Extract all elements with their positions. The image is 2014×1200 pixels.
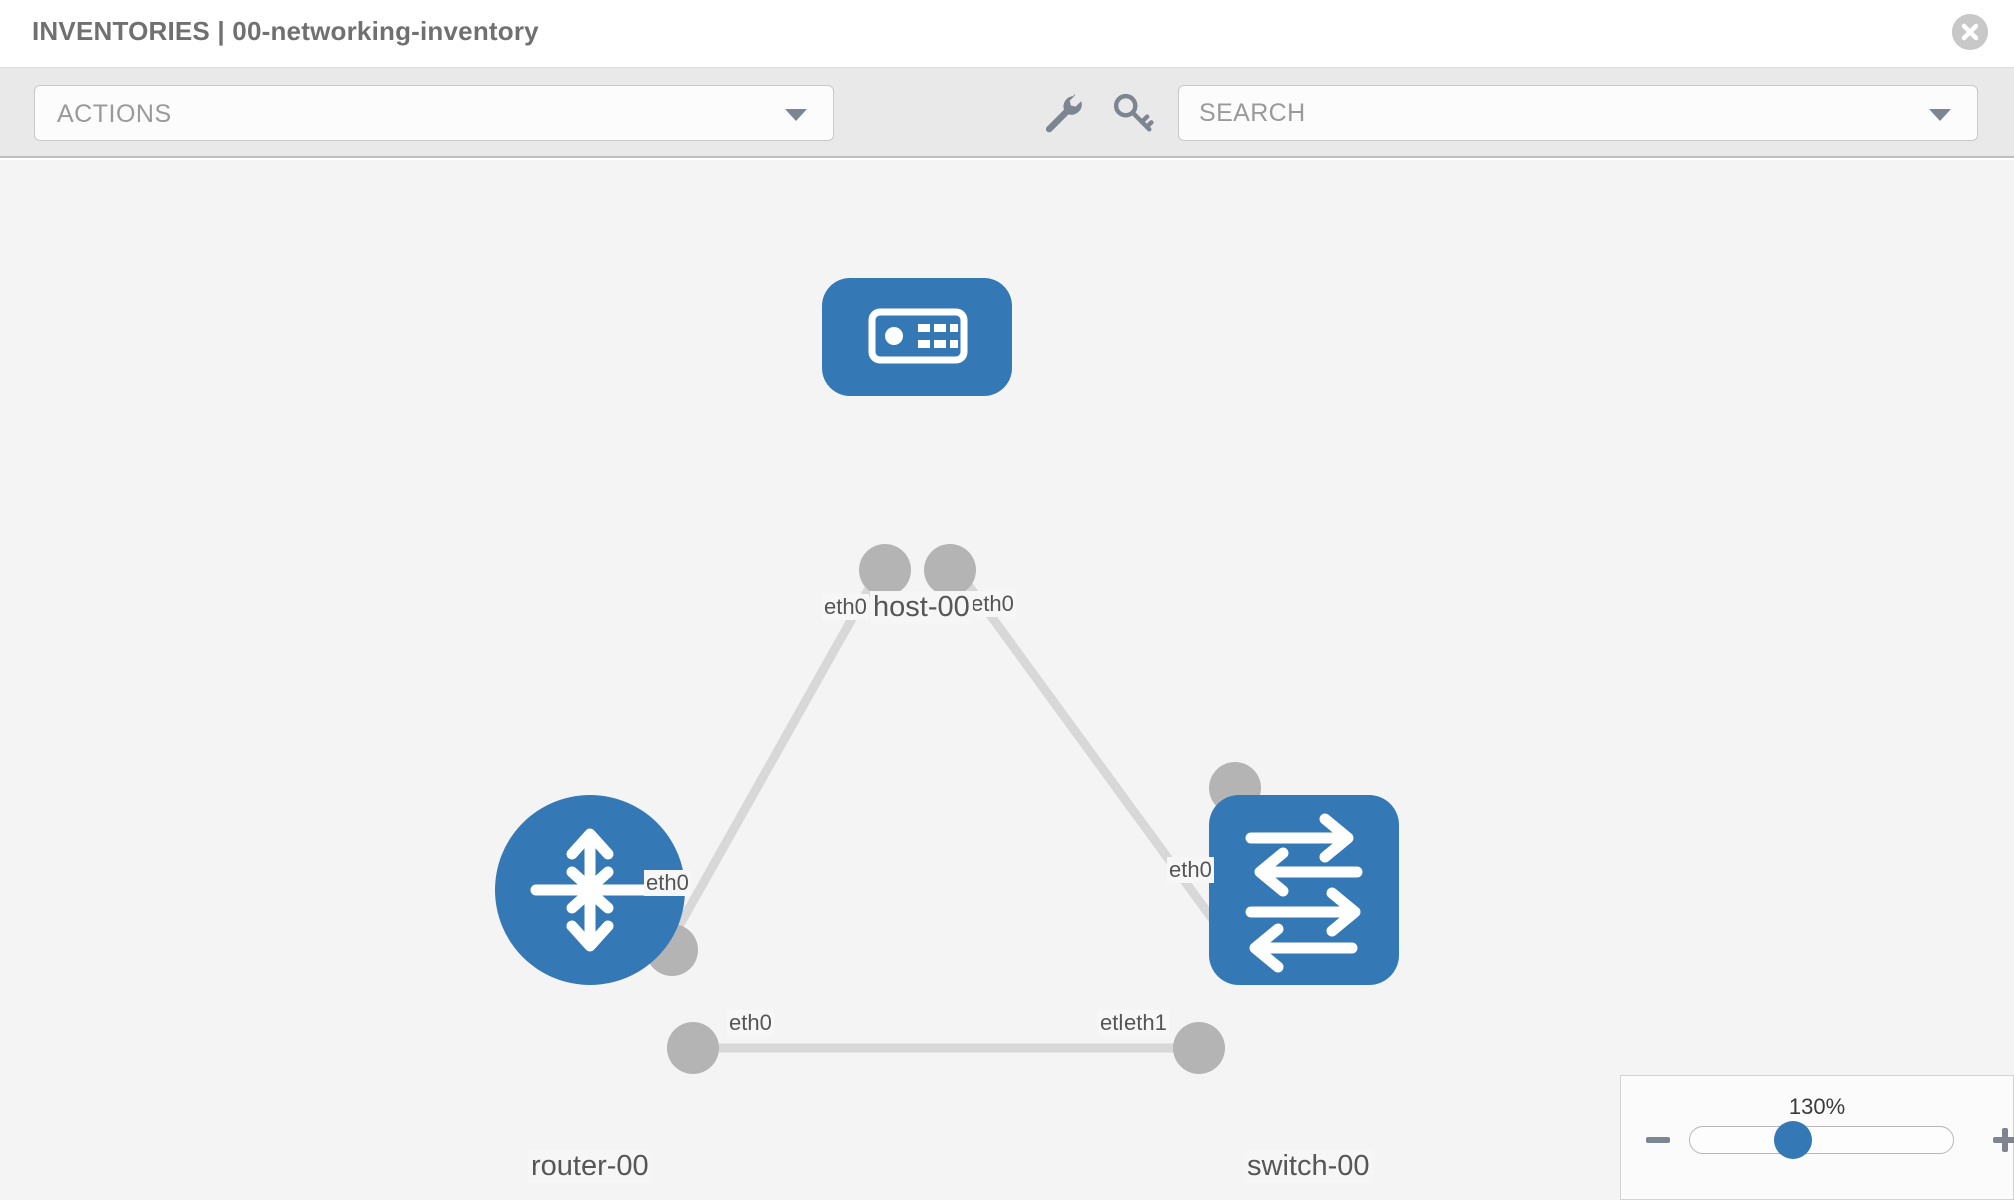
switch-arrows-icon	[1245, 813, 1363, 973]
zoom-slider-thumb[interactable]	[1774, 1121, 1812, 1159]
page-title: INVENTORIES | 00-networking-inventory	[32, 16, 539, 46]
node-label-router-00: router-00	[528, 1150, 652, 1183]
zoom-slider-track[interactable]	[1689, 1126, 1954, 1154]
wrench-icon[interactable]	[1040, 90, 1086, 136]
topology-graph	[495, 278, 1399, 1074]
edge-host-router[interactable]	[656, 557, 889, 963]
edge-label-iface: eth0	[727, 1010, 774, 1036]
actions-dropdown[interactable]: ACTIONS	[34, 85, 834, 141]
node-label-switch-00: switch-00	[1244, 1150, 1373, 1183]
page-header: INVENTORIES | 00-networking-inventory	[0, 0, 2014, 68]
actions-dropdown-label: ACTIONS	[57, 100, 172, 128]
search-field[interactable]	[1178, 85, 1978, 141]
node-router-00[interactable]	[495, 795, 685, 985]
search-input[interactable]	[1199, 86, 1899, 140]
zoom-level-label: 130%	[1788, 1094, 1846, 1119]
node-host-00[interactable]	[822, 278, 1012, 396]
close-icon[interactable]	[1952, 14, 1988, 50]
toolbar: ACTIONS	[0, 68, 2014, 158]
server-icon	[868, 308, 968, 364]
topology-canvas[interactable]: eth0 eth0 eth0 eth0 eth0 eth eth1 host-0…	[0, 160, 2014, 1200]
edge-label-iface: eth0	[644, 870, 691, 896]
edge-label-iface: eth0	[822, 594, 869, 620]
chevron-down-icon	[785, 109, 807, 121]
router-arrows-icon	[530, 828, 650, 952]
chevron-down-icon[interactable]	[1929, 109, 1951, 121]
edge-label-iface: eth0	[969, 591, 1016, 617]
node-label-host-00: host-00	[870, 591, 973, 624]
edge-label-iface: eth1	[1122, 1010, 1169, 1036]
node-switch-00[interactable]	[1209, 795, 1399, 985]
edge-host-switch[interactable]	[946, 557, 1239, 953]
key-icon[interactable]	[1110, 90, 1156, 136]
zoom-control-panel: 130%	[1620, 1075, 2014, 1200]
edge-label-iface: eth0	[1167, 857, 1214, 883]
